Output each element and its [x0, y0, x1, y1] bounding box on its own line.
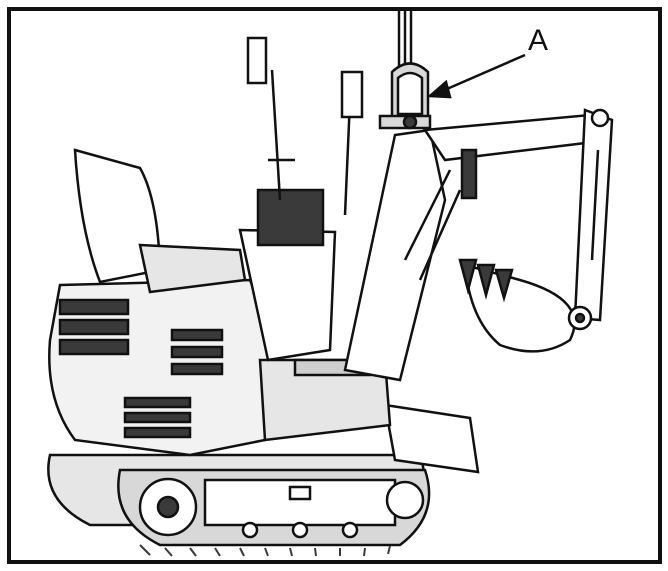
lifting-shackle — [378, 10, 432, 130]
operator-seat — [73, 148, 247, 294]
control-console — [238, 36, 364, 362]
dozer-blade — [383, 403, 480, 474]
dipper-arm — [573, 108, 614, 322]
upper-structure — [48, 278, 392, 457]
boom-arm — [343, 113, 613, 382]
crawler-tracks — [47, 453, 431, 557]
callout-label: A — [528, 24, 548, 57]
bucket — [458, 258, 593, 353]
diagram-border — [7, 7, 662, 564]
callout-arrow — [426, 53, 526, 99]
